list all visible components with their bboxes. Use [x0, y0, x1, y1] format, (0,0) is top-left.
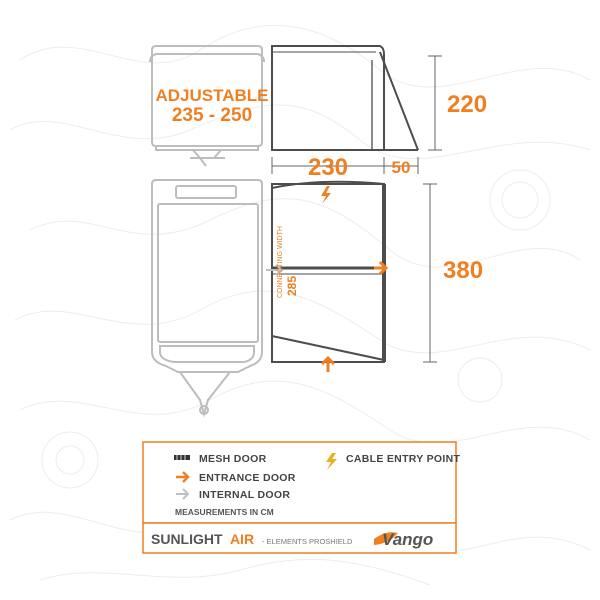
entrance-door-arrow-icon [374, 260, 389, 276]
lightning-bolt-icon [326, 453, 337, 470]
entrance-door-arrow-icon [176, 471, 190, 483]
legend-box: MESH DOOR ENTRANCE DOOR INTERNAL DOOR CA… [142, 441, 460, 524]
connecting-width-label: CONNECTING WIDTH [277, 226, 284, 298]
caravan-plan-view [151, 179, 263, 418]
height-value: 220 [447, 91, 487, 118]
legend-label-mesh-door: MESH DOOR [199, 453, 267, 465]
awning-plan [271, 180, 386, 363]
internal-door-arrow-icon [176, 488, 190, 500]
product-name: SUNLIGHT AIR - ELEMENTS PROSHIELD [151, 531, 353, 547]
entrance-door-arrow-icon [320, 355, 336, 372]
connecting-width-value: 285 [285, 276, 299, 296]
vango-logo: Vango [374, 530, 433, 549]
product-name-prefix: SUNLIGHT [151, 531, 223, 547]
measurements-note: MEASUREMENTS IN CM [175, 507, 274, 517]
product-name-accent: AIR [230, 531, 254, 547]
product-footer: SUNLIGHT AIR - ELEMENTS PROSHIELD Vango [142, 522, 457, 554]
adjustable-label: ADJUSTABLE [155, 86, 268, 105]
width-dimension [423, 183, 437, 363]
width-value: 380 [443, 257, 483, 284]
legend-label-cable-entry: CABLE ENTRY POINT [346, 453, 460, 465]
internal-door-arrow-icon [266, 264, 284, 276]
depth-dimension [271, 157, 419, 174]
adjustable-range: 235 - 250 [172, 105, 252, 126]
product-subtitle: - ELEMENTS PROSHIELD [262, 537, 353, 546]
depth-value: 230 [308, 154, 348, 181]
awning-side-profile [271, 45, 419, 151]
legend-label-entrance-door: ENTRANCE DOOR [199, 472, 296, 484]
lightning-bolt-icon [321, 186, 331, 204]
overhang-value: 50 [392, 158, 411, 177]
mesh-door-icon [174, 455, 190, 460]
brand-name: Vango [382, 530, 433, 549]
caravan-rear-view [149, 45, 265, 167]
legend-label-internal-door: INTERNAL DOOR [199, 489, 290, 501]
height-dimension [428, 55, 442, 151]
